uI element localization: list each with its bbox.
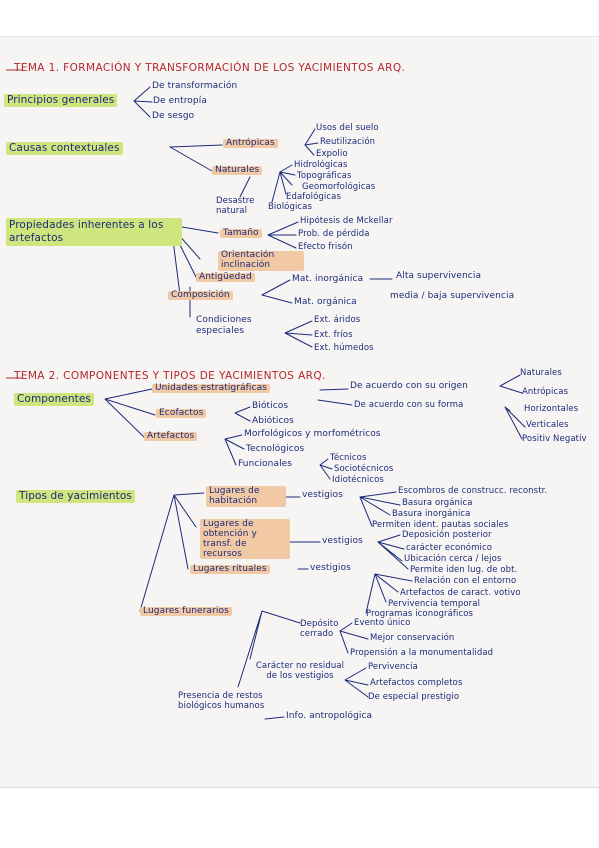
natural-item: Biológicas: [268, 202, 313, 212]
obtencion-item: Permite iden lug. de obt.: [410, 565, 518, 575]
principio-item: De transformación: [152, 81, 238, 91]
habitacion-item: Permiten ident. pautas sociales: [372, 520, 509, 530]
condiciones-especiales-label: Condiciones especiales: [196, 315, 252, 336]
condicion-item: Ext. húmedos: [314, 343, 374, 353]
natural-item: Topográficas: [297, 171, 352, 181]
antropica-item: Reutilización: [320, 137, 376, 147]
tamano-item: Prob. de pérdida: [298, 229, 370, 239]
caracter-item: Pervivencia: [368, 662, 418, 672]
organica-result: media / baja supervivencia: [390, 291, 515, 301]
antiguedad-label: Antigüedad: [196, 273, 255, 282]
rituales-vestigios: vestigios: [310, 563, 351, 573]
deposito-item: Propensión a la monumentalidad: [350, 648, 494, 658]
origen-item: Naturales: [520, 368, 562, 378]
principio-item: De sesgo: [152, 111, 195, 121]
obtencion-item: Deposición posterior: [402, 530, 492, 540]
artefacto-item: Tecnológicos: [246, 444, 305, 454]
composicion-label: Composición: [168, 291, 233, 300]
mind-map-connectors: [6, 69, 526, 720]
tamano-item: Efecto frisón: [298, 242, 353, 252]
artefactos-label: Artefactos: [144, 432, 198, 441]
caracter-no-residual-label: Carácter no residual de los vestigios: [255, 661, 345, 682]
notes-page: TEMA 1. FORMACIÓN Y TRANSFORMACIÓN DE LO…: [0, 36, 599, 788]
deposito-item: Evento único: [354, 618, 411, 628]
condicion-item: Ext. áridos: [314, 315, 361, 325]
artefacto-item: Funcionales: [238, 459, 293, 469]
natural-item: Hidrológicas: [294, 160, 348, 170]
condicion-item: Ext. fríos: [314, 330, 353, 340]
habitacion-item: Basura inorgánica: [392, 509, 471, 519]
componentes-label: Componentes: [14, 393, 94, 406]
obtencion-item: carácter económico: [406, 543, 493, 553]
inorganica-result: Alta supervivencia: [396, 271, 482, 281]
origen-item: Antrópicas: [522, 387, 569, 397]
forma-item: Verticales: [526, 420, 569, 430]
caracter-item: De especial prestigio: [368, 692, 460, 702]
ritual-item: Artefactos de caract. votivo: [400, 588, 521, 598]
unidades-estratigraficas-label: Unidades estratigráficas: [152, 384, 270, 393]
deposito-item: Mejor conservación: [370, 633, 455, 643]
desastre-natural-label: Desastre natural: [216, 196, 255, 216]
forma-item: Positiv Negativ: [522, 434, 587, 444]
obtencion-item: Ubicación cerca / lejos: [404, 554, 502, 564]
caracter-item: Artefactos completos: [370, 678, 463, 688]
funcional-item: Técnicos: [330, 453, 367, 463]
ecofacto-item: Bióticos: [252, 401, 289, 411]
obtencion-vestigios: vestigios: [322, 536, 363, 546]
funcional-item: Idiotécnicos: [332, 475, 384, 485]
inorganica-label: Mat. inorgánica: [292, 274, 364, 284]
antropica-item: Expolio: [316, 149, 348, 159]
deposito-cerrado-label: Depósito cerrado: [300, 619, 339, 640]
tamano-label: Tamaño: [220, 229, 262, 238]
habitacion-vestigios: vestigios: [302, 490, 343, 500]
ritual-item: Programas iconográficos: [366, 609, 474, 619]
tamano-item: Hipótesis de Mckellar: [300, 216, 393, 226]
causas-contextuales-label: Causas contextuales: [6, 142, 123, 155]
ecofacto-item: Abióticos: [252, 416, 294, 426]
artefacto-item: Morfológicos y morfométricos: [244, 429, 381, 439]
obtencion-label: Lugares de obtención y transf. de recurs…: [200, 519, 290, 560]
info-antropologica: Info. antropológica: [286, 711, 373, 721]
forma-label: De acuerdo con su forma: [354, 400, 464, 410]
tipos-yacimientos-label: Tipos de yacimientos: [16, 490, 135, 503]
habitacion-item: Basura orgánica: [402, 498, 473, 508]
habitacion-label: Lugares de habitación: [206, 486, 286, 507]
tema2-title: TEMA 2. COMPONENTES Y TIPOS DE YACIMIENT…: [14, 370, 326, 382]
ritual-item: Relación con el entorno: [414, 576, 517, 586]
tema1-title: TEMA 1. FORMACIÓN Y TRANSFORMACIÓN DE LO…: [14, 62, 406, 74]
funerarios-label: Lugares funerarios: [140, 607, 232, 616]
propiedades-label: Propiedades inherentes a los artefactos: [6, 218, 182, 247]
principios-generales-label: Principios generales: [4, 94, 118, 107]
rituales-label: Lugares rituales: [190, 565, 270, 574]
organica-label: Mat. orgánica: [294, 297, 357, 307]
funcional-item: Sociotécnicos: [334, 464, 394, 474]
habitacion-item: Escombros de construcc. reconstr.: [398, 486, 548, 496]
principio-item: De entropía: [153, 96, 207, 106]
antropicas-label: Antrópicas: [223, 139, 278, 148]
origen-label: De acuerdo con su origen: [350, 381, 468, 391]
natural-item: Edafológicas: [286, 192, 341, 202]
orientacion-label: Orientación inclinación: [218, 250, 304, 271]
antropica-item: Usos del suelo: [316, 123, 379, 133]
presencia-restos-label: Presencia de restos biológicos humanos: [178, 691, 265, 712]
ecofactos-label: Ecofactos: [156, 409, 207, 418]
forma-item: Horizontales: [524, 404, 579, 414]
naturales-label: Naturales: [212, 166, 263, 175]
ritual-item: Pervivencia temporal: [388, 599, 481, 609]
natural-item: Geomorfológicas: [302, 182, 376, 192]
